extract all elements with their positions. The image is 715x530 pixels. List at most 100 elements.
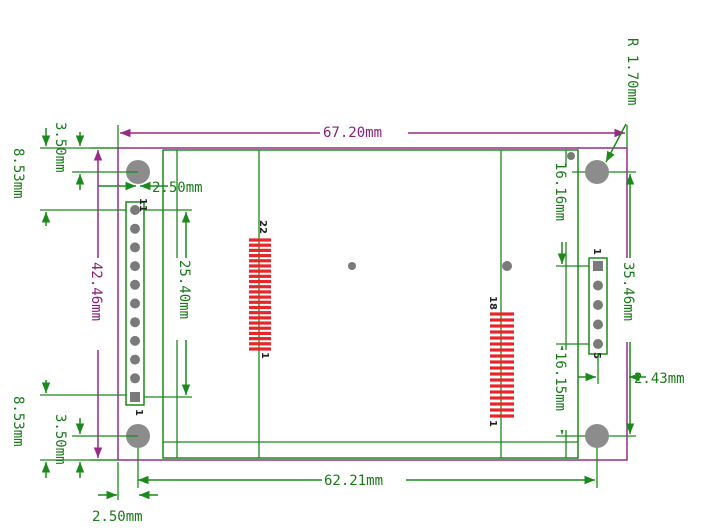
display-outline bbox=[162, 149, 579, 459]
fpc-right-pin bbox=[490, 366, 514, 370]
fpc-left-pin bbox=[249, 311, 271, 315]
dim-right-top-offset: 16.16mm bbox=[552, 162, 568, 221]
fpc-right-pin bbox=[490, 408, 514, 412]
label-bg bbox=[552, 350, 572, 430]
dim-right-bottom-offset: 16.15mm bbox=[552, 352, 568, 411]
left-header-pin bbox=[130, 242, 140, 253]
fpc-right-pin bbox=[490, 348, 514, 352]
left-header-outline bbox=[125, 201, 145, 406]
fpc-right-pin bbox=[490, 396, 514, 400]
label-bg bbox=[552, 166, 572, 242]
right-header-pin bbox=[593, 280, 603, 291]
left-header-pin bbox=[130, 317, 140, 328]
fpc-connector-left bbox=[249, 238, 271, 351]
left-header-pin bbox=[130, 373, 140, 384]
fpc-right-pin bbox=[490, 330, 514, 334]
right-header-pin bbox=[593, 300, 603, 310]
right-header-label-bottom: 5 bbox=[591, 352, 602, 359]
fpc-right-pin bbox=[490, 360, 514, 364]
fpc-left-pin bbox=[249, 347, 271, 351]
label-bg bbox=[176, 258, 196, 340]
left-header-pin bbox=[130, 223, 140, 234]
left-header-pin bbox=[130, 392, 140, 402]
mount-hole-bottom-right bbox=[585, 424, 609, 448]
dim-right-hole-span: 35.46mm bbox=[620, 262, 636, 321]
left-header-label-bottom: 1 bbox=[133, 409, 144, 416]
fpc-left-pin bbox=[249, 295, 271, 299]
fpc-left-pin bbox=[249, 279, 271, 284]
fpc-left-pin bbox=[249, 326, 271, 330]
fpc-right-pin bbox=[490, 336, 514, 340]
fpc-right-pin bbox=[490, 390, 514, 394]
fpc-right-pin bbox=[490, 324, 514, 328]
fpc-left-pin bbox=[249, 290, 271, 294]
fpc-connector-right bbox=[490, 312, 514, 418]
corner-dot bbox=[567, 152, 575, 160]
fpc-left-pin bbox=[249, 243, 271, 247]
fpc-left-pin bbox=[249, 300, 271, 304]
fpc-right-pin bbox=[490, 378, 514, 382]
fpc-right-pin bbox=[490, 414, 514, 418]
fpc-left-pin bbox=[249, 331, 271, 336]
left-header-pin bbox=[130, 335, 140, 346]
right-header-pin bbox=[593, 261, 603, 271]
right-header-label-top: 1 bbox=[591, 248, 602, 255]
fpc-right-pin bbox=[490, 312, 514, 316]
fpc-left-pin bbox=[249, 269, 271, 273]
dim-bottom-edge-offset: 3.50mm bbox=[52, 414, 68, 465]
fpc-left-pin bbox=[249, 337, 271, 341]
fpc-left-pin bbox=[249, 305, 271, 310]
fpc-right-pin bbox=[490, 372, 514, 376]
fpc-left-pin bbox=[249, 248, 271, 252]
dim-bottom-hole-offset-x: 2.50mm bbox=[92, 509, 143, 525]
label-bg bbox=[620, 258, 640, 342]
fpc-right-pin bbox=[490, 342, 514, 346]
dim-header-span: 25.40mm bbox=[176, 260, 192, 319]
fpc-right-pin bbox=[490, 384, 514, 388]
fpc-left-pin bbox=[249, 259, 271, 263]
dim-top-header-offset: 8.53mm bbox=[10, 148, 26, 199]
right-header-pin bbox=[593, 319, 603, 330]
dim-right-header-offset: 2.43mm bbox=[634, 371, 685, 387]
left-header-pin bbox=[130, 279, 140, 290]
dim-hole-radius: R 1.70mm bbox=[624, 38, 640, 105]
label-bg bbox=[88, 258, 108, 350]
fpc-left-label-top: 22 bbox=[257, 220, 268, 234]
left-header-pin bbox=[130, 205, 140, 215]
dim-top-edge-offset: 3.50mm bbox=[52, 122, 68, 173]
dim-display-width: 62.21mm bbox=[324, 473, 383, 489]
dim-bottom-header-offset: 8.53mm bbox=[10, 396, 26, 447]
label-bg bbox=[320, 124, 408, 140]
fpc-left-pin bbox=[249, 316, 271, 320]
left-header-pin bbox=[130, 354, 140, 365]
right-header-pin bbox=[593, 339, 603, 349]
fpc-right-label-top: 18 bbox=[487, 296, 498, 310]
fpc-right-pin bbox=[490, 318, 514, 322]
left-header-pin bbox=[130, 261, 140, 272]
left-header-label-top: 11 bbox=[137, 198, 148, 212]
fpc-left-pin bbox=[249, 285, 271, 289]
fpc-left-pin bbox=[249, 264, 271, 268]
dim-board-height: 42.46mm bbox=[88, 262, 104, 321]
fpc-left-pin bbox=[249, 253, 271, 258]
dim-top-hole-offset-x: 2.50mm bbox=[152, 180, 203, 196]
fpc-left-pin bbox=[249, 274, 271, 278]
right-header-pins bbox=[593, 261, 603, 349]
fpc-right-pin bbox=[490, 402, 514, 406]
label-bg bbox=[322, 471, 406, 487]
dim-line-hole-radius bbox=[605, 123, 627, 163]
fpc-left-pin bbox=[249, 342, 271, 346]
fpc-right-pin bbox=[490, 354, 514, 358]
fpc-right-label-bottom: 1 bbox=[487, 420, 498, 427]
left-header-pins bbox=[130, 205, 140, 402]
right-dot bbox=[502, 261, 512, 271]
dim-board-width: 67.20mm bbox=[323, 125, 382, 141]
center-dot bbox=[348, 262, 356, 270]
fpc-left-pin bbox=[249, 238, 271, 242]
fpc-left-pin bbox=[249, 321, 271, 325]
mount-hole-top-right bbox=[585, 160, 609, 184]
left-header-pin bbox=[130, 298, 140, 309]
fpc-left-label-bottom: 1 bbox=[259, 352, 270, 359]
